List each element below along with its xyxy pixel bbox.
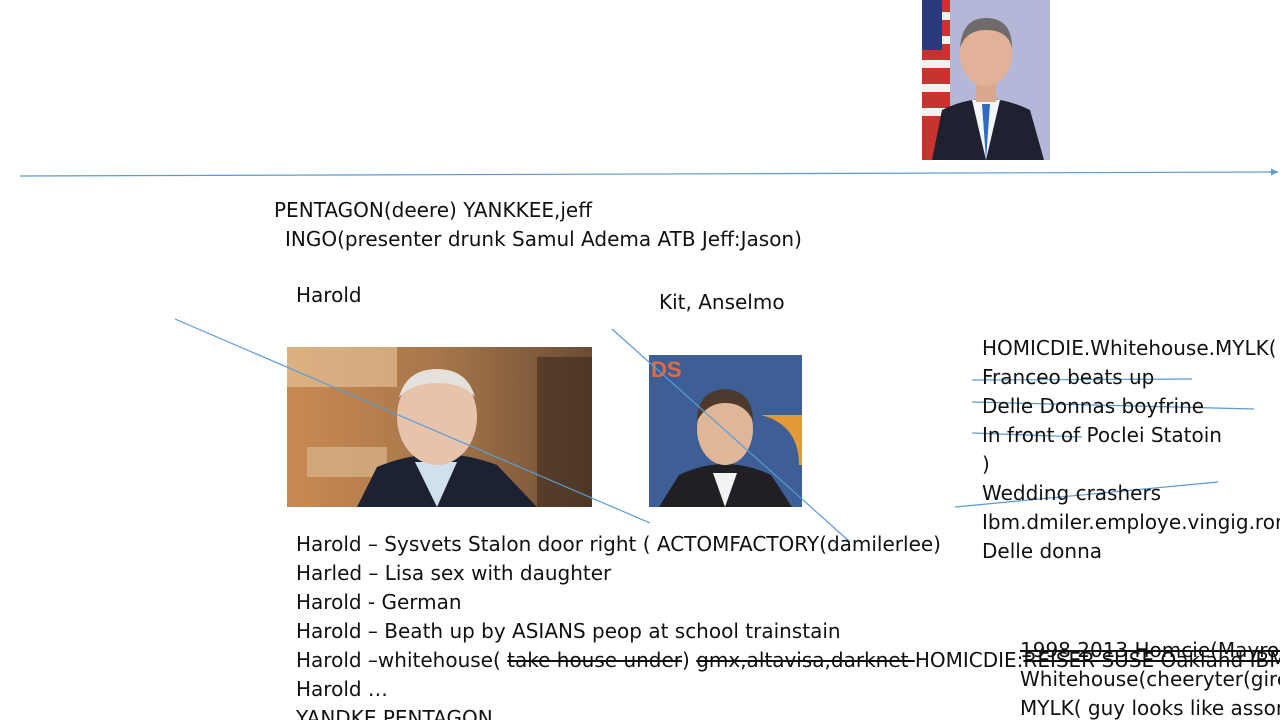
kit-label: Kit, Anselmo bbox=[659, 290, 785, 314]
top-text-block: PENTAGON(deere) YANKKEE,jeff INGO(presen… bbox=[274, 196, 802, 254]
portrait-photo-top bbox=[922, 0, 1050, 160]
list-item: Franceo beats up bbox=[982, 365, 1155, 389]
list-item: Harold … bbox=[296, 677, 388, 701]
list-item: Harled – Lisa sex with daughter bbox=[296, 561, 612, 585]
list-item: ) bbox=[982, 452, 990, 476]
list-item: Harold – Beath up by ASIANS peop at scho… bbox=[296, 619, 841, 643]
list-item: HOMICDIE.Whitehouse.MYLK( bbox=[982, 336, 1277, 360]
list-item: Delle Donnas boyfrine bbox=[982, 394, 1205, 418]
list-item: Harold – Sysvets Stalon door right ( ACT… bbox=[296, 532, 941, 556]
list-item: 1998 2013 Homcie(Mayrol bbox=[1020, 638, 1280, 662]
list-item: MYLK( guy looks like asson bbox=[1020, 696, 1280, 720]
timeline-arrow bbox=[19, 168, 1279, 177]
svg-text:DS: DS bbox=[651, 357, 682, 382]
list-item-text: HOMICDIE: bbox=[914, 648, 1024, 672]
portrait-photo-kit: DS bbox=[649, 355, 802, 507]
list-item-text: Harold –whitehouse( bbox=[296, 648, 508, 672]
struck-text: REISER SUSE Oakland IBM, C bbox=[1023, 648, 1280, 672]
list-item: Delle donna bbox=[982, 539, 1103, 563]
harold-notes-list: Harold – Sysvets Stalon door right ( ACT… bbox=[296, 530, 1280, 720]
list-item: In front of Poclei Statoin bbox=[982, 423, 1222, 447]
list-item: Harold –whitehouse( take house under) gm… bbox=[296, 646, 1280, 675]
list-item: YANDKE PENTAGON bbox=[296, 706, 493, 720]
list-item: Harold - German bbox=[296, 590, 462, 614]
right-notes-list: HOMICDIE.Whitehouse.MYLK( Franceo beats … bbox=[982, 334, 1280, 566]
top-text-line: INGO(presenter drunk Samul Adema ATB Jef… bbox=[285, 227, 802, 251]
top-text-line: PENTAGON(deere) YANKKEE,jeff bbox=[274, 198, 593, 222]
struck-text: take house under bbox=[507, 648, 683, 672]
list-item-text: ) bbox=[682, 648, 697, 672]
harold-label: Harold bbox=[296, 283, 362, 307]
bottom-right-notes: 1998 2013 Homcie(Mayrol Whitehouse(cheer… bbox=[1020, 636, 1280, 720]
list-item: Ibm.dmiler.employe.vingig.rom bbox=[982, 510, 1280, 534]
list-item: Whitehouse(cheeryter(gire bbox=[1020, 667, 1280, 691]
list-item: Wedding crashers bbox=[982, 481, 1162, 505]
struck-text: gmx,altavisa,darknet bbox=[696, 648, 915, 672]
portrait-photo-harold bbox=[287, 347, 592, 507]
